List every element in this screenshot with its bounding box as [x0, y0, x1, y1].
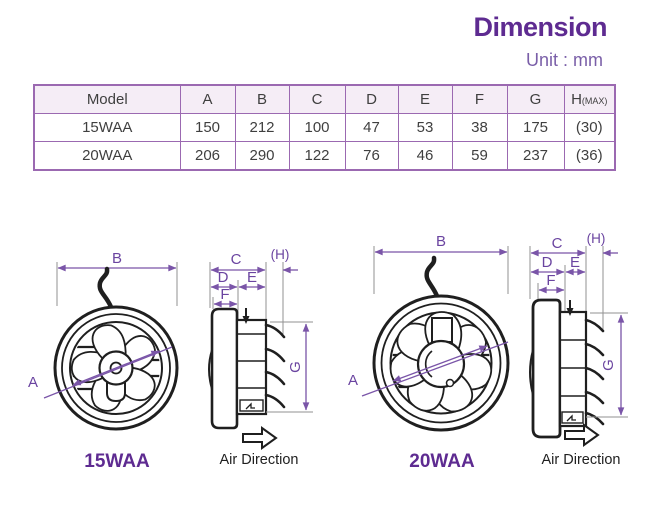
louver-body: [235, 318, 268, 416]
cell-a: 150: [179, 113, 236, 142]
power-cord: [424, 255, 440, 299]
air-direction-arrow-icon: [242, 426, 278, 450]
header-cell-model: Model: [33, 84, 181, 114]
dim-label-g: G: [600, 359, 617, 371]
mounting-flange: [210, 307, 239, 430]
louver-fins: [264, 323, 286, 409]
dim-label-a: A: [348, 372, 358, 389]
dim-label-e: E: [247, 269, 257, 286]
cell-a: 206: [179, 141, 236, 171]
cell-d: 47: [344, 113, 399, 142]
dim-label-g: G: [287, 361, 304, 373]
cell-model: 15WAA: [33, 113, 181, 142]
header-cell-c: C: [288, 84, 346, 114]
louver-body: [558, 310, 588, 428]
air-direction-label: Air Direction: [542, 452, 621, 468]
header-h-sub: (MAX): [581, 96, 608, 106]
dim-label-d: D: [542, 254, 553, 271]
dim-label-f: F: [546, 272, 555, 289]
cell-g: 237: [506, 141, 565, 171]
model-label-15waa: 15WAA: [84, 451, 150, 472]
hub-tab: [431, 317, 453, 343]
cell-f: 59: [451, 141, 508, 171]
dim-label-b: B: [436, 233, 446, 250]
dim-label-c: C: [552, 235, 563, 252]
cell-b: 212: [234, 113, 290, 142]
table-row-15waa: 15WAA 150 212 100 47 53 38 175 (30): [33, 113, 616, 142]
header-cell-d: D: [344, 84, 399, 114]
header-h-main: H: [571, 91, 582, 108]
dim-label-h: (H): [587, 231, 606, 246]
cell-f: 38: [451, 113, 508, 142]
dimension-table: Model A B C D E F G H(MAX) 15WAA 150 212…: [33, 84, 616, 171]
mounting-flange: [531, 298, 562, 439]
dim-label-b: B: [112, 250, 122, 267]
dim-label-a: A: [28, 374, 38, 391]
air-direction-arrow-icon: [564, 423, 600, 447]
header-cell-b: B: [234, 84, 290, 114]
fan-side-view-15waa: C (H) D E F: [208, 247, 313, 468]
cell-c: 122: [288, 141, 346, 171]
model-label-20waa: 20WAA: [409, 451, 475, 472]
unit-label: Unit : mm: [525, 50, 603, 70]
page-title: Dimension: [473, 12, 607, 42]
cell-model: 20WAA: [33, 141, 181, 171]
dim-label-d: D: [218, 269, 229, 286]
table-row-20waa: 20WAA 206 290 122 76 46 59 237 (36): [33, 141, 616, 171]
power-cord: [97, 266, 114, 310]
fan-front-view-20waa: B: [348, 233, 510, 472]
cell-e: 53: [397, 113, 453, 142]
cell-h: (36): [563, 141, 616, 171]
fan-side-view-20waa: C (H) D E F: [529, 231, 628, 468]
cell-h: (30): [563, 113, 616, 142]
dim-label-h: (H): [271, 247, 290, 262]
header-cell-f: F: [451, 84, 508, 114]
dim-label-f: F: [220, 286, 229, 303]
louver-fins: [584, 318, 605, 426]
dim-label-c: C: [231, 251, 242, 268]
fan-front-view-15waa: B A 15WAA: [28, 250, 179, 472]
cell-d: 76: [344, 141, 399, 171]
table-header-row: Model A B C D E F G H(MAX): [33, 84, 616, 114]
air-direction-label: Air Direction: [220, 452, 299, 468]
cell-e: 46: [397, 141, 453, 171]
header-cell-a: A: [179, 84, 236, 114]
dim-label-e: E: [570, 254, 580, 271]
cell-c: 100: [288, 113, 346, 142]
cell-b: 290: [234, 141, 290, 171]
